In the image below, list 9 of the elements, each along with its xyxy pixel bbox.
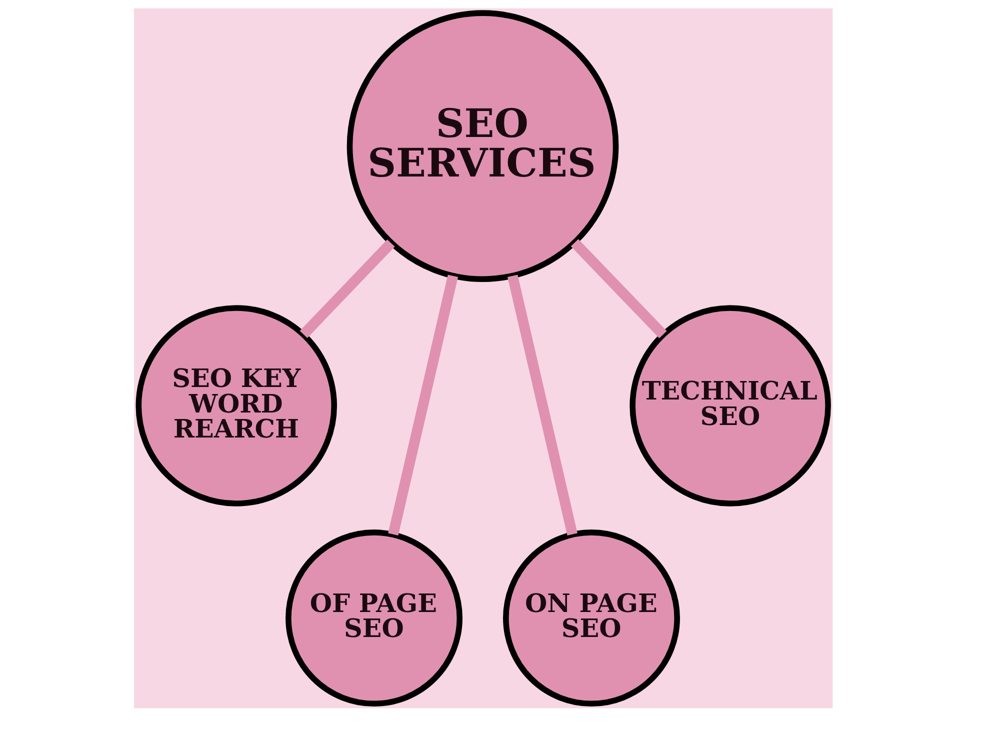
node-circle: SEO SERVICES — [346, 10, 619, 282]
connector — [388, 274, 458, 536]
node-circle: ON PAGE SEO — [503, 530, 680, 707]
connector — [507, 274, 578, 536]
node-circle: SEO KEY WORD REARCH — [136, 305, 338, 506]
node-circle: OF PAGE SEO — [286, 530, 463, 707]
connector — [570, 239, 667, 338]
connector — [300, 239, 395, 338]
node-circle: TECHNICAL SEO — [630, 305, 831, 506]
